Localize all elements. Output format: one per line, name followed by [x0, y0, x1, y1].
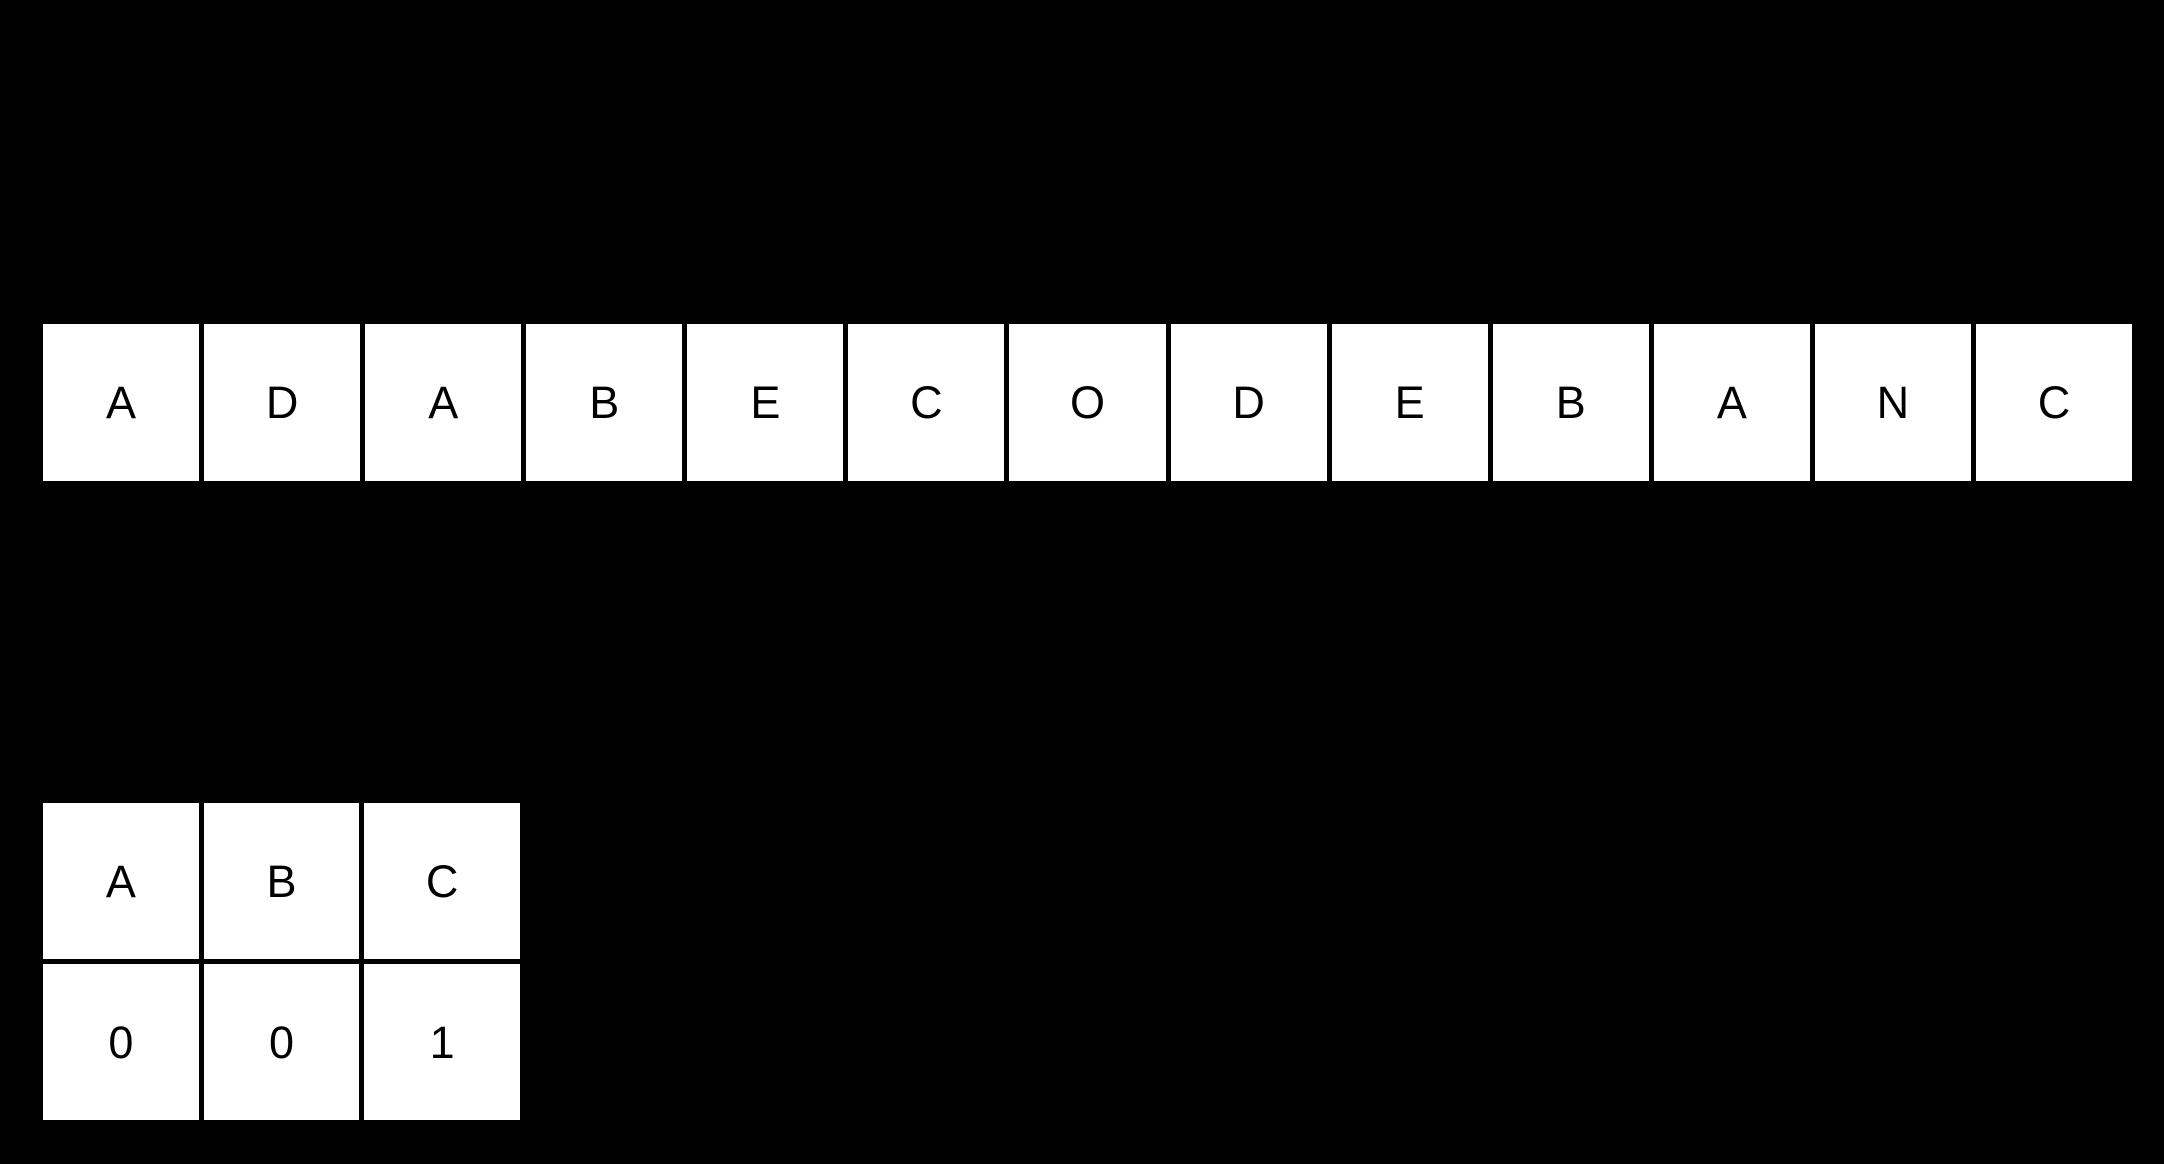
array-cell: A — [365, 324, 522, 481]
array-cell: D — [204, 324, 361, 481]
array-cell: C — [1975, 324, 2133, 481]
count-table-value-cell: 0 — [43, 964, 199, 1120]
count-table-value-cell: 1 — [364, 964, 520, 1120]
count-table-value-cell: 0 — [203, 964, 360, 1120]
string-array: A D A B E C O D E B A N C — [43, 324, 2133, 481]
array-cell: E — [1331, 324, 1488, 481]
array-cell: N — [1814, 324, 1971, 481]
array-cell: C — [848, 324, 1005, 481]
array-cell: D — [1170, 324, 1327, 481]
array-cell: B — [526, 324, 683, 481]
array-cell: O — [1009, 324, 1166, 481]
count-table-header-cell: B — [203, 803, 360, 959]
array-cell: A — [1653, 324, 1810, 481]
array-cell: B — [1492, 324, 1649, 481]
count-table-header-cell: C — [364, 803, 520, 959]
count-table-header-cell: A — [43, 803, 199, 959]
array-cell: A — [43, 324, 200, 481]
char-count-table: A B C 0 0 1 — [43, 803, 520, 1120]
array-cell: E — [687, 324, 844, 481]
